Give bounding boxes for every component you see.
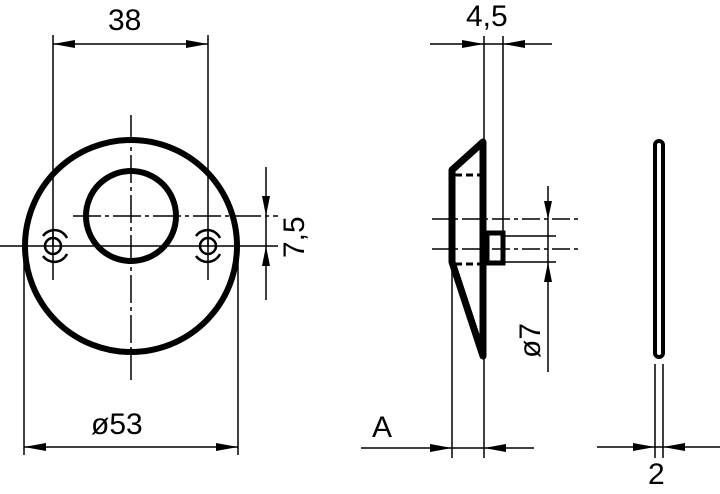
dim-hole-spacing: 38: [108, 4, 142, 37]
dim-offset: 7,5: [278, 216, 311, 258]
side-view: [361, 36, 578, 458]
dim-label-a: A: [372, 411, 393, 444]
left-screw-hole: [41, 228, 69, 280]
dim-plate-thickness: 2: [648, 458, 665, 491]
dim-thickness: 4,5: [466, 0, 508, 33]
dim-pin-diameter: ø7: [514, 322, 547, 358]
edge-view: [597, 139, 720, 458]
front-view: [0, 35, 278, 455]
dim-outer-diameter: ø53: [91, 408, 143, 441]
